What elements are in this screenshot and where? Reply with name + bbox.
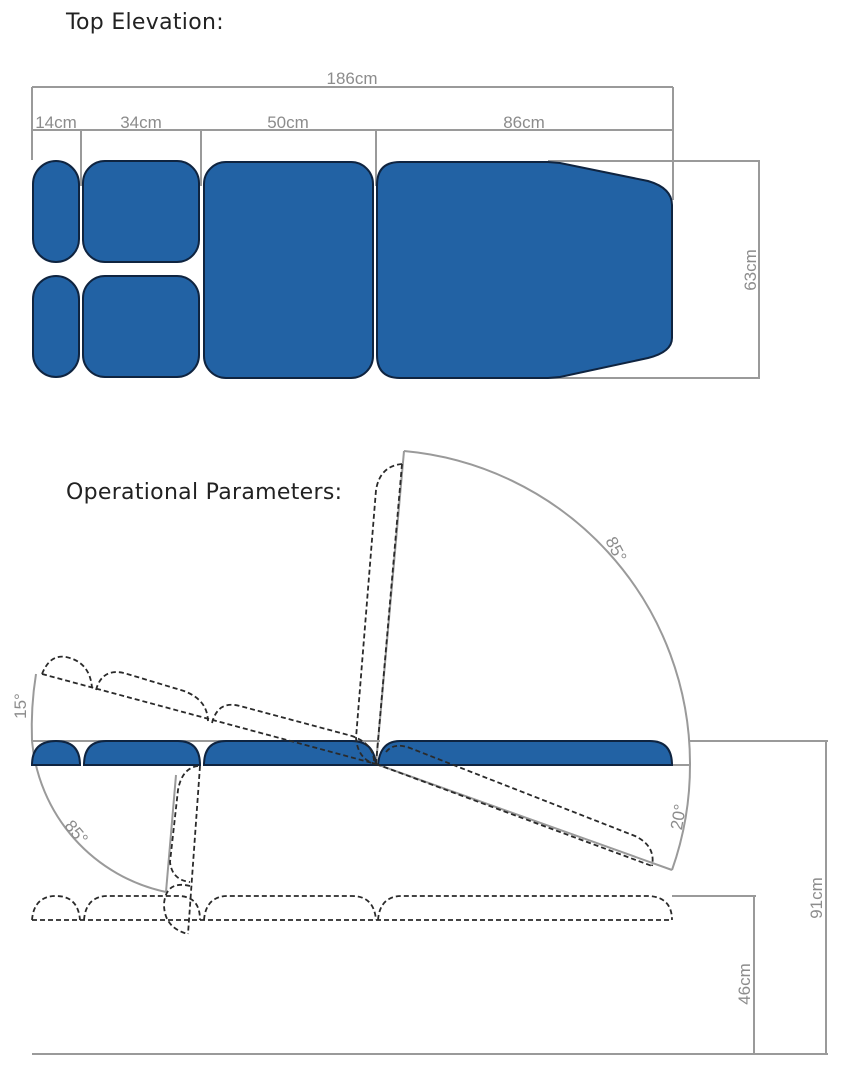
pad-seat <box>203 161 374 379</box>
side-pad-arm <box>82 740 202 766</box>
height-dimensions: 91cm 46cm <box>32 740 828 1055</box>
pad-back <box>376 161 673 379</box>
angle-guides <box>30 450 692 893</box>
lowered-back-outline <box>375 744 654 867</box>
pad-head-lower <box>32 275 80 378</box>
width-dimension: 63cm <box>548 160 760 379</box>
width-label: 63cm <box>741 249 760 291</box>
leg-drop-angle-label: 85° <box>61 817 92 849</box>
pad-head-upper <box>32 160 80 263</box>
head-tilt-angle-label: 15° <box>11 693 30 719</box>
back-lower-angle-label: 20° <box>667 803 690 832</box>
pad-arm-upper <box>82 160 200 263</box>
back-raise-angle-label: 85° <box>601 534 630 566</box>
top-elevation-view: 186cm 14cm 34cm 50cm 86cm 63cm <box>31 69 760 379</box>
lowest-position-outline <box>31 883 673 935</box>
current-position-pads <box>30 739 674 766</box>
side-pad-head <box>30 739 82 766</box>
segment-seat-label: 50cm <box>267 113 309 132</box>
overall-length-dimension: 186cm <box>31 69 674 200</box>
top-elevation-heading: Top Elevation: <box>66 10 224 35</box>
pad-arm-lower <box>82 275 200 378</box>
max-height-label: 91cm <box>807 877 826 919</box>
side-pad-back <box>376 740 674 766</box>
dropped-leg-outline <box>169 765 201 935</box>
segment-back-label: 86cm <box>503 113 545 132</box>
operational-parameters-heading: Operational Parameters: <box>66 480 343 505</box>
overall-length-label: 186cm <box>326 69 377 88</box>
tilted-position-outline <box>41 655 377 765</box>
raised-back-outline <box>355 463 403 765</box>
operational-view: 15° 85° 20° 85° <box>11 450 828 1055</box>
side-pad-seat <box>202 740 378 766</box>
segment-dimensions: 14cm 34cm 50cm 86cm <box>32 113 673 186</box>
segment-head-label: 14cm <box>35 113 77 132</box>
segment-arm-label: 34cm <box>120 113 162 132</box>
min-height-label: 46cm <box>735 963 754 1005</box>
